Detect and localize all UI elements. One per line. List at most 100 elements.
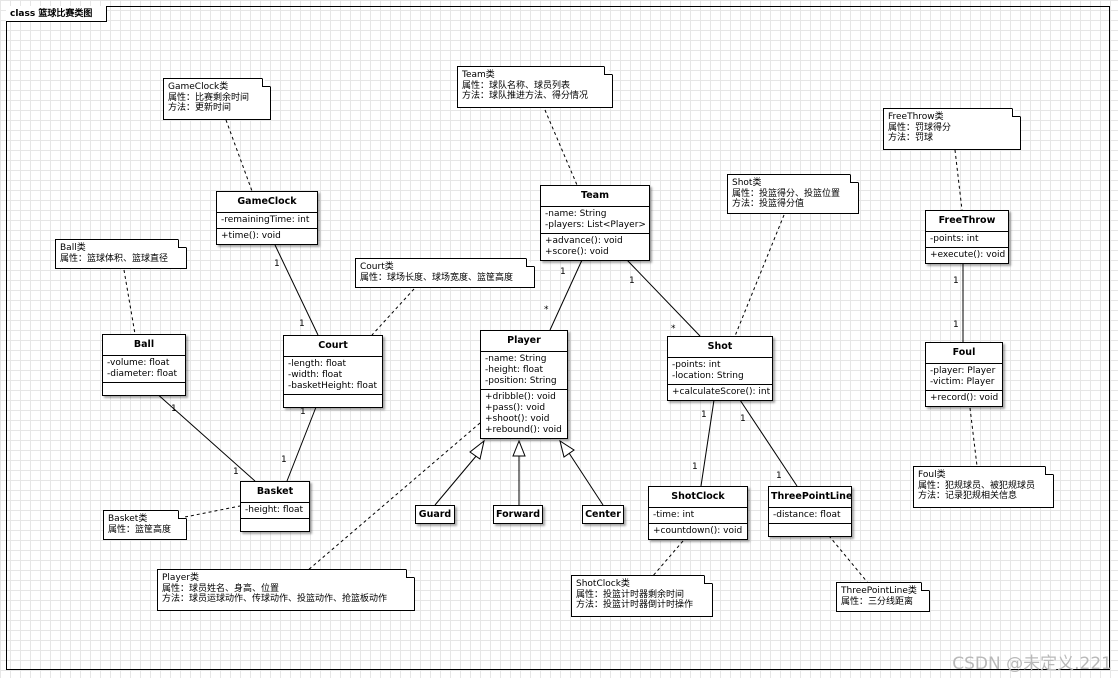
class-ball[interactable]: Ball -volume: float -diameter: float bbox=[102, 334, 186, 396]
note-threepointline[interactable]: ThreePointLine类 属性：三分线距离 bbox=[836, 582, 930, 612]
frame-title: class 篮球比赛类图 bbox=[6, 6, 108, 22]
note-court[interactable]: Court类 属性：球场长度、球场宽度、篮筐高度 bbox=[355, 258, 535, 288]
class-foul[interactable]: Foul -player: Player -victim: Player +re… bbox=[925, 342, 1003, 407]
multiplicity-label: * bbox=[671, 324, 676, 334]
class-name: Player bbox=[481, 331, 567, 352]
attributes: -points: int -location: String bbox=[672, 360, 744, 381]
class-name: FreeThrow bbox=[926, 211, 1008, 232]
methods: +advance(): void +score(): void bbox=[541, 233, 649, 260]
class-name: ThreePointLine bbox=[769, 487, 852, 508]
note-link-threepointline bbox=[824, 530, 869, 584]
class-basket[interactable]: Basket -height: float bbox=[240, 481, 310, 532]
assoc-team-player bbox=[549, 259, 583, 331]
class-shotclock[interactable]: ShotClock -time: int +countdown(): void bbox=[648, 486, 748, 540]
class-gameclock[interactable]: GameClock -remainingTime: int +time(): v… bbox=[216, 191, 318, 245]
methods bbox=[284, 394, 382, 407]
class-name: Foul bbox=[926, 343, 1002, 364]
attributes: -points: int bbox=[930, 234, 979, 244]
note-link-team bbox=[544, 109, 578, 186]
multiplicity-label: 1 bbox=[233, 467, 239, 477]
multiplicity-label: 1 bbox=[281, 455, 287, 465]
class-center[interactable]: Center bbox=[582, 505, 624, 524]
methods bbox=[241, 518, 309, 531]
class-name: ShotClock bbox=[649, 487, 747, 508]
multiplicity-label: 1 bbox=[171, 404, 177, 414]
note-link-gameclock bbox=[225, 119, 253, 192]
note-link-ball bbox=[123, 269, 136, 335]
multiplicity-label: 1 bbox=[692, 462, 698, 472]
class-name: Team bbox=[541, 186, 649, 207]
multiplicity-label: 1 bbox=[953, 276, 959, 286]
note-link-player bbox=[306, 422, 481, 572]
class-player[interactable]: Player -name: String -height: float -pos… bbox=[480, 330, 568, 439]
note-ball[interactable]: Ball类 属性：篮球体积、篮球直径 bbox=[55, 239, 187, 269]
gen-arrow-forward bbox=[512, 439, 526, 457]
methods: +countdown(): void bbox=[649, 523, 747, 539]
attributes: -name: String -height: float -position: … bbox=[485, 354, 557, 386]
note-player[interactable]: Player类 属性：球员姓名、身高、位置 方法：球员运球动作、传球动作、投篮动… bbox=[157, 569, 415, 611]
multiplicity-label: 1 bbox=[953, 320, 959, 330]
note-link-foul bbox=[969, 407, 978, 467]
multiplicity-label: 1 bbox=[776, 471, 782, 481]
class-threepointline[interactable]: ThreePointLine -distance: float bbox=[768, 486, 852, 537]
methods bbox=[769, 523, 851, 536]
note-gameclock[interactable]: GameClock类 属性：比赛剩余时间 方法：更新时间 bbox=[163, 78, 271, 120]
multiplicity-label: 1 bbox=[299, 319, 305, 329]
assoc-shot-threepointline bbox=[739, 399, 798, 487]
attributes: -length: float -width: float -basketHeig… bbox=[288, 359, 377, 391]
multiplicity-label: * bbox=[544, 305, 549, 315]
assoc-team-shot bbox=[626, 259, 701, 337]
class-court[interactable]: Court -length: float -width: float -bask… bbox=[283, 335, 383, 408]
class-forward[interactable]: Forward bbox=[493, 505, 543, 524]
note-link-shot bbox=[734, 214, 785, 337]
class-name: Basket bbox=[241, 482, 309, 503]
attributes: -distance: float bbox=[773, 510, 841, 520]
class-name: Ball bbox=[103, 335, 185, 356]
class-name: Shot bbox=[668, 337, 772, 358]
diagram-frame bbox=[6, 6, 1110, 670]
multiplicity-label: 1 bbox=[560, 267, 566, 277]
attributes: -player: Player -victim: Player bbox=[930, 366, 996, 387]
assoc-court-basket bbox=[286, 401, 319, 482]
methods: +record(): void bbox=[926, 390, 1002, 406]
methods: +calculateScore(): int bbox=[668, 384, 772, 400]
attributes: -volume: float -diameter: float bbox=[107, 358, 178, 379]
note-team[interactable]: Team类 属性：球队名称、球员列表 方法：球队推进方法、得分情况 bbox=[457, 66, 613, 108]
gen-arrow-guard bbox=[469, 439, 485, 460]
watermark: CSDN @未定义.221 bbox=[952, 654, 1112, 674]
methods bbox=[103, 382, 185, 395]
class-freethrow[interactable]: FreeThrow -points: int +execute(): void bbox=[925, 210, 1009, 264]
multiplicity-label: 1 bbox=[629, 276, 635, 286]
gen-center-player bbox=[568, 452, 604, 506]
note-link-freethrow bbox=[954, 149, 963, 211]
note-freethrow[interactable]: FreeThrow类 属性：罚球得分 方法：罚球 bbox=[883, 108, 1021, 150]
note-shotclock[interactable]: ShotClock类 属性：投篮计时器剩余时间 方法：投篮计时器倒计时操作 bbox=[571, 575, 713, 617]
attributes: -height: float bbox=[245, 505, 304, 515]
class-name: Guard bbox=[418, 509, 452, 520]
methods: +execute(): void bbox=[926, 247, 1008, 263]
multiplicity-label: 1 bbox=[740, 414, 746, 424]
note-link-basket bbox=[184, 505, 241, 518]
note-link-court bbox=[371, 288, 415, 336]
gen-guard-player bbox=[434, 454, 478, 506]
multiplicity-label: 1 bbox=[300, 407, 306, 417]
assoc-gameclock-court bbox=[274, 244, 319, 336]
multiplicity-label: 1 bbox=[701, 410, 707, 420]
note-foul[interactable]: Foul类 属性：犯规球员、被犯规球员 方法：记录犯规相关信息 bbox=[913, 466, 1054, 508]
note-basket[interactable]: Basket类 属性：篮筐高度 bbox=[103, 510, 187, 540]
attributes: -name: String -players: List<Player> bbox=[545, 209, 646, 230]
note-shot[interactable]: Shot类 属性：投篮得分、投篮位置 方法：投篮得分值 bbox=[727, 174, 859, 214]
class-name: Center bbox=[585, 509, 621, 520]
methods: +dribble(): void +pass(): void +shoot():… bbox=[481, 389, 567, 438]
class-shot[interactable]: Shot -points: int -location: String +cal… bbox=[667, 336, 773, 401]
assoc-shot-shotclock bbox=[700, 399, 715, 487]
class-name: Forward bbox=[496, 509, 540, 520]
multiplicity-label: 1 bbox=[274, 259, 280, 269]
assoc-ball-basket bbox=[154, 391, 256, 482]
gen-arrow-center bbox=[559, 439, 575, 458]
note-link-shotclock bbox=[651, 540, 684, 578]
attributes: -time: int bbox=[653, 510, 695, 520]
class-guard[interactable]: Guard bbox=[415, 505, 455, 524]
class-team[interactable]: Team -name: String -players: List<Player… bbox=[540, 185, 650, 261]
